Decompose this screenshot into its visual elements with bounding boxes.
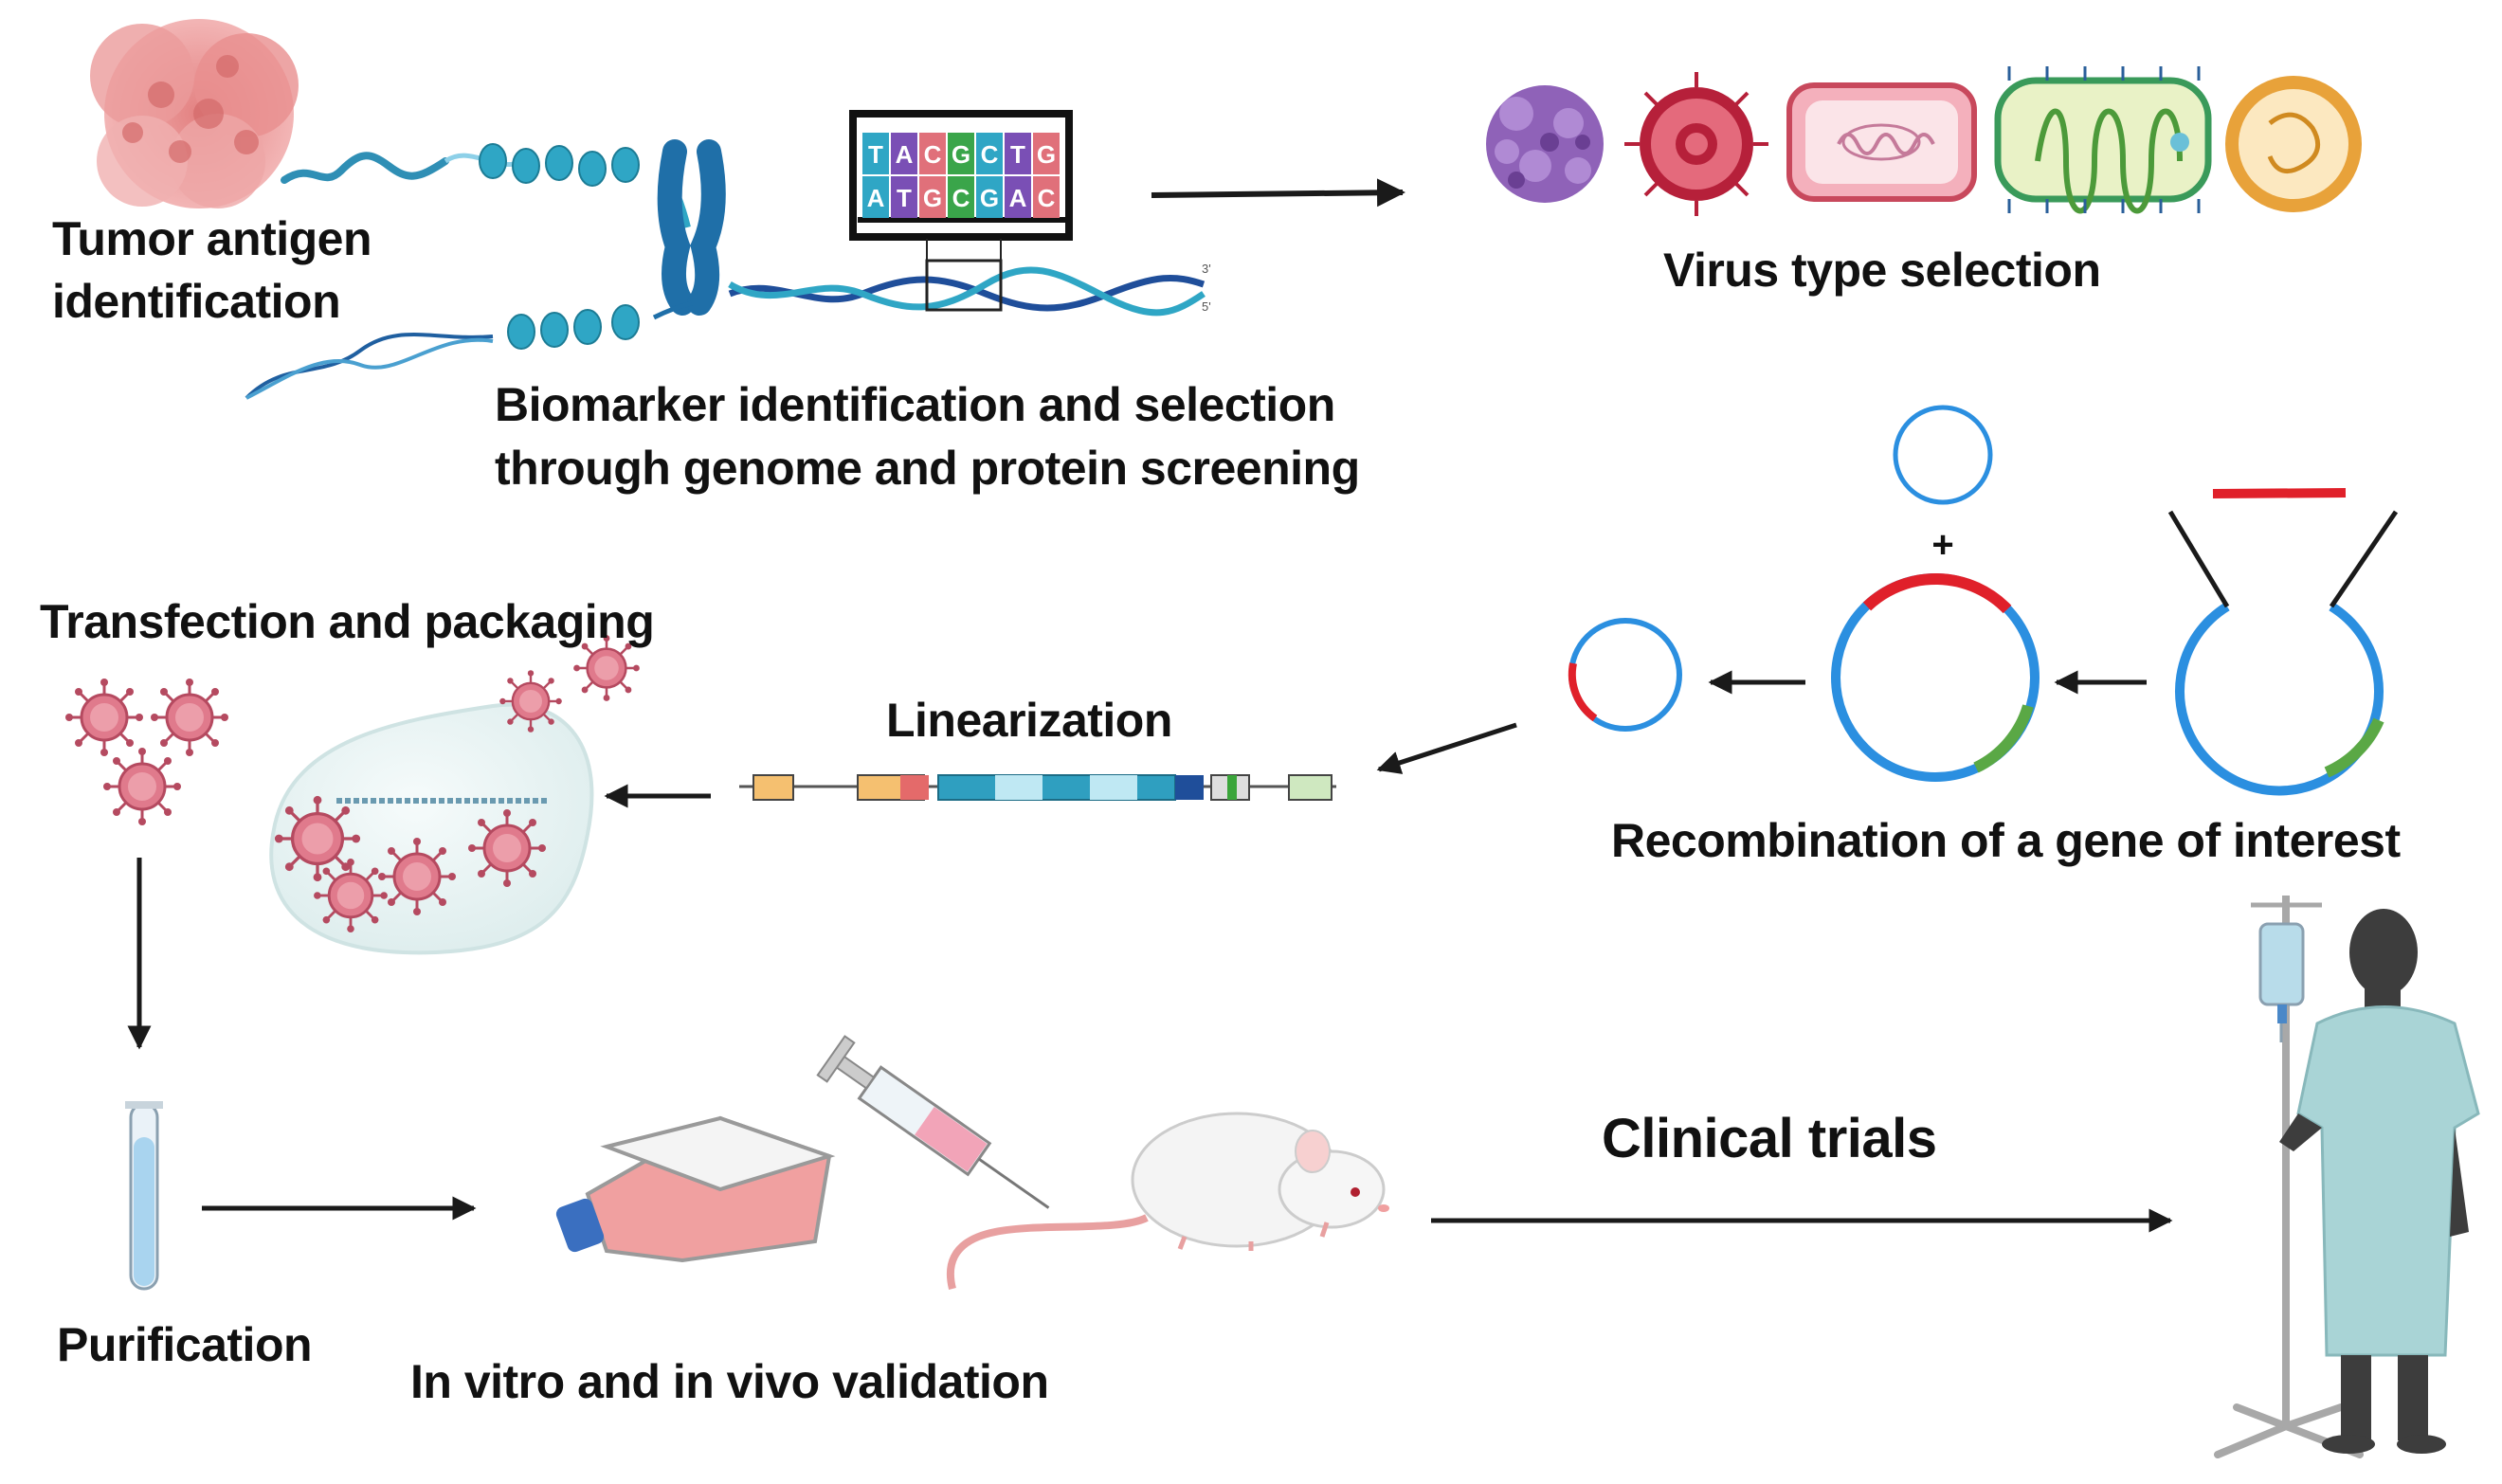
culture-flask-icon [555, 1115, 836, 1263]
sequencer-base-letter: T [868, 140, 883, 169]
sequencer-base-cell [891, 176, 917, 218]
biomarker-line2-label: through genome and protein screening [495, 442, 1360, 495]
strand-end-3-label: 3' [1202, 262, 1211, 276]
sequencer-base-letter: G [1037, 140, 1056, 169]
sequencer-base-letter: G [980, 184, 999, 212]
plasmid-icon: + [1568, 405, 2399, 796]
bacteriophage-green-icon [1994, 66, 2212, 214]
virus-red-icon [1624, 72, 1768, 216]
dna-chromosome-icon [245, 139, 1206, 400]
patient-icon [2279, 909, 2480, 1454]
transfection-label: Transfection and packaging [40, 595, 655, 648]
free-virus-group [63, 677, 230, 827]
sequencer-base-letter: T [897, 184, 912, 212]
identification-label: identification [52, 275, 341, 328]
purification-label: Purification [57, 1318, 313, 1371]
sequencer-base-cell [976, 133, 1003, 174]
biomarker-line1-label: Biomarker identification and selection [495, 378, 1335, 431]
sequencer-base-cell [891, 133, 917, 174]
virus-purple-icon [1486, 85, 1604, 203]
sequencer-base-cell [948, 176, 974, 218]
sequencer-base-letter: G [923, 184, 942, 212]
tumor-cell-cluster-icon [90, 19, 299, 208]
sequencer-base-cell [1033, 133, 1060, 174]
sequencer-base-cell [976, 176, 1003, 218]
sequencer-base-cell [948, 133, 974, 174]
validation-label: In vitro and in vivo validation [410, 1355, 1049, 1408]
sequencer-base-letter: C [981, 140, 999, 169]
sequencer-base-cell [1005, 176, 1031, 218]
sequencer-base-cell [862, 176, 889, 218]
recombination-label: Recombination of a gene of interest [1611, 814, 2401, 867]
bacterium-pink-icon [1786, 82, 1977, 202]
clinical-trials-label: Clinical trials [1602, 1108, 1937, 1169]
sequencer-base-letter: A [1009, 184, 1027, 212]
linearization-label: Linearization [886, 694, 1172, 747]
sequencer-base-letter: C [1038, 184, 1056, 212]
virus-orange-icon [2225, 76, 2362, 212]
sequencer-base-cell [1033, 176, 1060, 218]
plus-sign: + [1931, 524, 1953, 566]
sequencer-base-letter: T [1010, 140, 1025, 169]
virus-type-selection-label: Virus type selection [1663, 244, 2101, 297]
gene-construct-icon [739, 774, 1336, 801]
sequencer-base-letter: C [924, 140, 942, 169]
sequencer-base-letter: A [867, 184, 885, 212]
sequencer-base-cell [919, 133, 946, 174]
cell-icon [269, 633, 642, 955]
sequencer-base-letter: C [952, 184, 970, 212]
test-tube-icon [125, 1101, 163, 1291]
sequencer-base-cell [1005, 133, 1031, 174]
arrow-to-linearization [1376, 722, 1517, 774]
sequencer-base-cell [919, 176, 946, 218]
tumor-antigen-label: Tumor antigen [52, 212, 372, 265]
sequencer-base-letter: A [896, 140, 914, 169]
mouse-icon [946, 1112, 1389, 1290]
iv-stand-icon [2214, 896, 2364, 1458]
strand-end-5-label: 5' [1202, 299, 1211, 314]
arrow-to-virus-selection [1151, 178, 1405, 208]
sequencer-base-cell [862, 133, 889, 174]
sequencer-base-letter: G [952, 140, 970, 169]
syringe-icon [816, 1035, 1050, 1209]
